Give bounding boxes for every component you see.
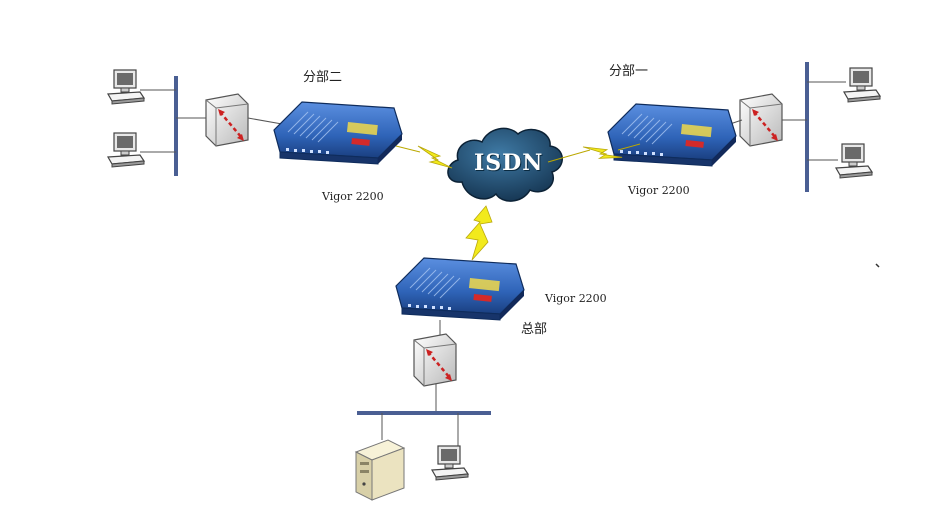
hq-router-model: Vigor 2200	[545, 292, 607, 305]
left-router-icon	[273, 101, 403, 165]
left-pc2-icon	[107, 132, 145, 168]
right-isdn-link	[547, 136, 641, 169]
hq-label: 总部	[521, 322, 548, 337]
hq-hub-icon	[412, 332, 458, 388]
branch-two-label: 分部二	[303, 70, 343, 85]
left-hub-icon	[204, 92, 250, 148]
right-pc1-icon	[843, 67, 881, 103]
stray-mark	[875, 263, 880, 268]
right-pc2-icon	[835, 143, 873, 179]
right-hub-icon	[738, 92, 784, 148]
isdn-cloud-icon	[447, 127, 563, 202]
server-tower-icon	[354, 439, 406, 501]
branch-one-label: 分部一	[609, 64, 649, 79]
left-pc1-icon	[107, 69, 145, 105]
hq-router-icon	[395, 257, 525, 321]
right-router-icon	[607, 103, 737, 167]
branch-two-router-model: Vigor 2200	[322, 190, 384, 203]
left-isdn-link	[395, 145, 453, 169]
hq-pc-icon	[431, 445, 469, 481]
branch-one-router-model: Vigor 2200	[628, 184, 690, 197]
hq-isdn-link	[465, 205, 493, 261]
left-hub-router-cable	[247, 117, 283, 125]
isdn-label: ISDN	[474, 150, 544, 176]
